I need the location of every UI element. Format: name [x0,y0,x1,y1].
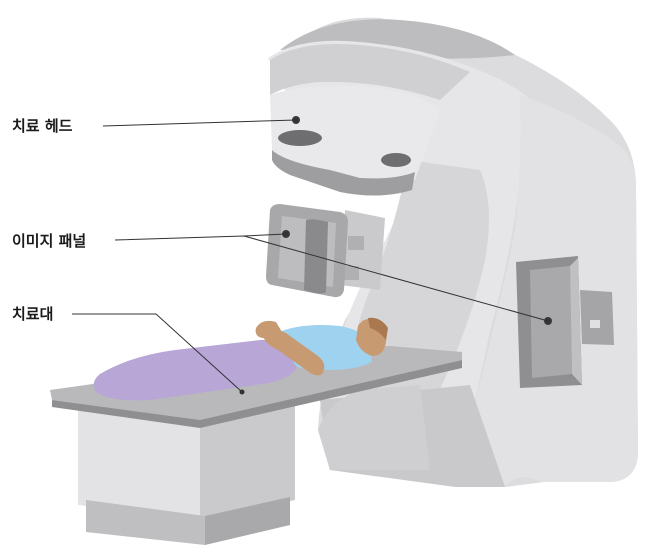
collimator-right [381,153,411,167]
label-treatment-couch: 치료대 [12,307,53,322]
imaging-arm-notch-1 [348,236,364,250]
leader-imaging-panel-dot-left [284,232,289,237]
leader-treatment-couch-dot [240,390,245,395]
leader-treatment-head-dot [294,118,299,123]
leader-imaging-panel-dot-right [546,319,551,324]
label-imaging-panel: 이미지 패널 [12,234,86,249]
label-treatment-head: 치료 헤드 [12,119,72,134]
collimator-left [278,130,322,146]
epid-mount-slot [590,320,600,328]
imaging-arm-notch-2 [343,266,359,280]
leader-treatment-head [103,120,296,126]
epid-mount [580,290,614,345]
imaging-panel-left [266,204,385,297]
